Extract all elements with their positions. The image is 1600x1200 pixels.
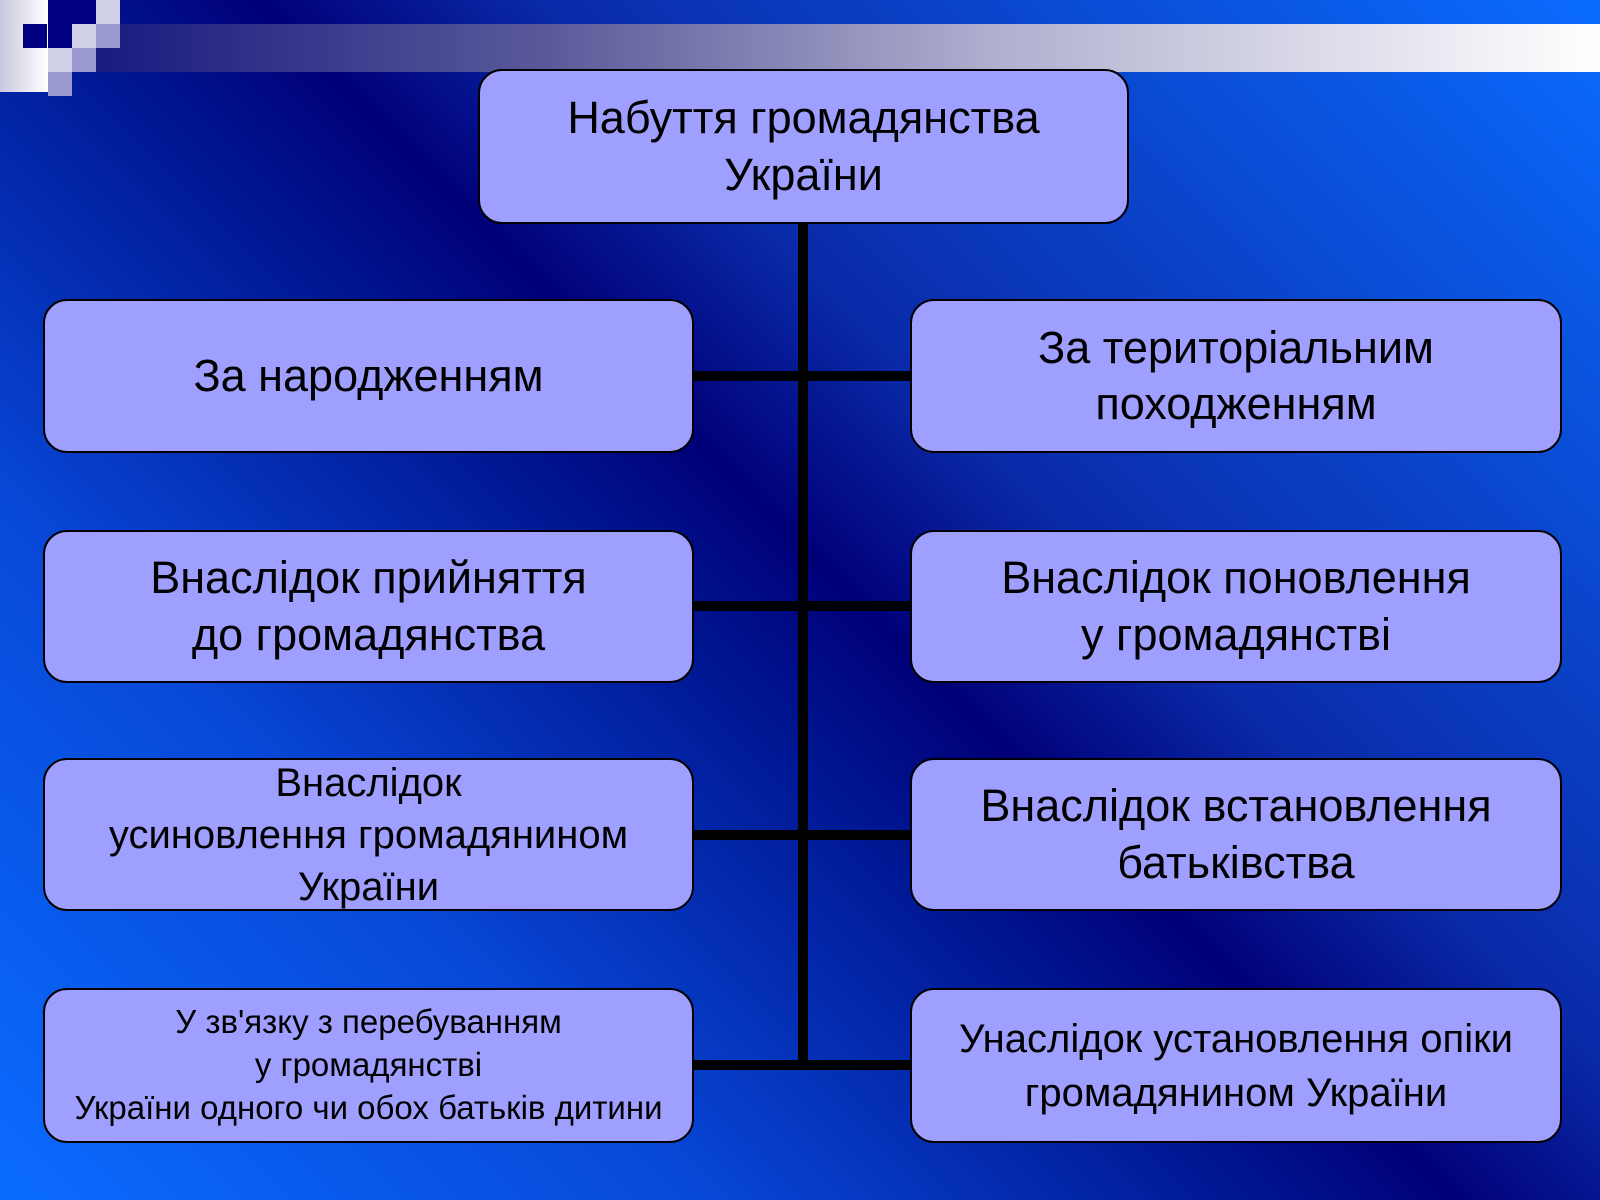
connector-row-4	[694, 1060, 910, 1070]
connector-row-2	[694, 601, 910, 611]
node-by-birth: За народженням	[43, 299, 694, 453]
node-by-guardianship: Унаслідок установлення опіки громадянино…	[910, 988, 1562, 1143]
header-stripe	[96, 24, 1600, 72]
node-by-territorial-origin: За територіальним походженням	[910, 299, 1562, 453]
connector-trunk	[798, 224, 808, 1070]
connector-row-1	[694, 371, 910, 381]
connector-row-3	[694, 830, 910, 840]
node-by-admission: Внаслідок прийняття до громадянства	[43, 530, 694, 683]
root-node: Набуття громадянства України	[478, 69, 1129, 224]
node-by-restoration: Внаслідок поновлення у громадянстві	[910, 530, 1562, 683]
node-by-adoption: Внаслідок усиновлення громадянином Украї…	[43, 758, 694, 911]
node-by-paternity: Внаслідок встановлення батьківства	[910, 758, 1562, 911]
node-by-parents-citizenship: У зв'язку з перебуванням у громадянстві …	[43, 988, 694, 1143]
